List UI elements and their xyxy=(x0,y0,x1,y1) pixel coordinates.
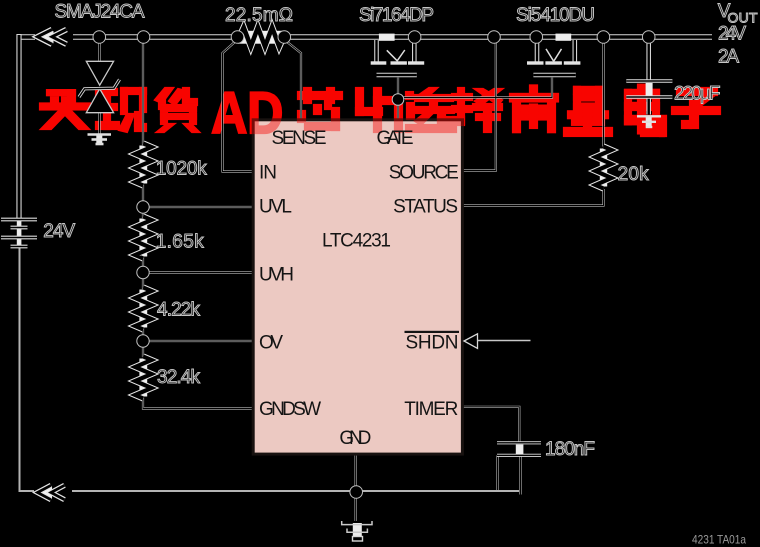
svg-text:TIMER: TIMER xyxy=(404,399,458,420)
svg-text:4.22k: 4.22k xyxy=(157,300,201,321)
svg-text:1020k: 1020k xyxy=(156,158,208,179)
svg-text:Si7164DP: Si7164DP xyxy=(359,5,434,26)
svg-text:4231 TA01a: 4231 TA01a xyxy=(692,533,746,547)
svg-text:LTC4231: LTC4231 xyxy=(322,231,391,252)
svg-text:V: V xyxy=(718,1,731,22)
svg-text:SMAJ24CA: SMAJ24CA xyxy=(55,2,145,23)
svg-text:Si5410DU: Si5410DU xyxy=(516,5,595,26)
svg-text:SHDN: SHDN xyxy=(406,332,459,353)
svg-text:UVH: UVH xyxy=(259,265,294,286)
svg-text:GATE: GATE xyxy=(377,128,414,149)
svg-text:24V: 24V xyxy=(43,221,75,242)
svg-text:1.65k: 1.65k xyxy=(156,231,205,252)
svg-text:GND: GND xyxy=(339,428,371,449)
svg-text:22.5mΩ: 22.5mΩ xyxy=(225,5,293,26)
svg-text:STATUS: STATUS xyxy=(393,197,458,218)
svg-text:220µF: 220µF xyxy=(674,84,721,105)
svg-text:32.4k: 32.4k xyxy=(157,367,201,388)
svg-text:180nF: 180nF xyxy=(545,439,595,460)
svg-text:SOURCE: SOURCE xyxy=(389,163,459,184)
svg-text:OV: OV xyxy=(259,332,283,353)
svg-text:UVL: UVL xyxy=(259,197,292,218)
svg-text:24V: 24V xyxy=(718,24,746,45)
svg-text:IN: IN xyxy=(259,163,277,184)
svg-text:OUT: OUT xyxy=(728,10,758,26)
svg-text:SENSE: SENSE xyxy=(272,128,327,149)
svg-text:2A: 2A xyxy=(718,47,739,68)
svg-text:20k: 20k xyxy=(618,164,650,185)
svg-text:GNDSW: GNDSW xyxy=(259,399,321,420)
